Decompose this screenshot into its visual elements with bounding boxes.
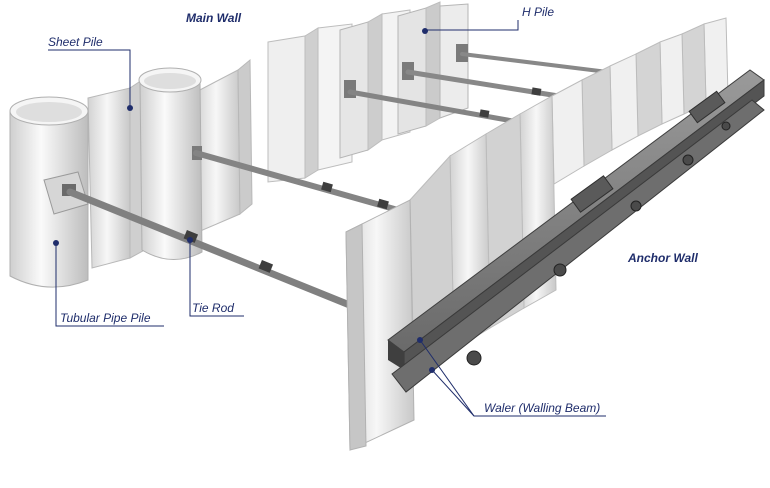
splice-plate [570, 175, 614, 213]
splice-plate [688, 90, 726, 124]
sheet-pile [267, 35, 306, 183]
tie-rod-bracket [344, 80, 356, 98]
h-pile-label: H Pile [522, 5, 554, 19]
anchor-wall-label: Anchor Wall [627, 251, 698, 265]
waler-label: Waler (Walling Beam) [484, 401, 600, 415]
tie-rod-label: Tie Rod [192, 301, 234, 315]
sheet-pile [237, 58, 253, 216]
waler-bolt [466, 350, 482, 366]
turnbuckle [531, 87, 542, 96]
sheet-pile [87, 87, 131, 269]
sheet-pile [367, 13, 383, 151]
turnbuckle [377, 198, 389, 210]
main-wall-group [9, 1, 469, 288]
waler-bolt [682, 154, 694, 166]
anchor-sheet-pile [551, 79, 585, 185]
anchor-sheet-pile [581, 65, 613, 167]
waler-bolt [553, 263, 567, 277]
waler-beam [387, 69, 765, 393]
sheet-pile [304, 27, 319, 179]
anchor-wall-group [345, 17, 765, 451]
main-wall-label: Main Wall [186, 11, 242, 25]
turnbuckle [321, 181, 333, 193]
annotations: Main Wall H Pile Sheet Pile Anchor Wall … [48, 5, 698, 417]
tie-rod [66, 188, 356, 310]
h-pile [439, 3, 469, 119]
waler-bolt [721, 121, 731, 131]
turnbuckle [258, 260, 274, 273]
waler-bolt [630, 200, 642, 212]
turnbuckle [479, 109, 490, 118]
anchor-sheet-pile [635, 41, 663, 137]
anchor-sheet-pile [681, 23, 707, 115]
anchor-sheet-pile [345, 223, 367, 451]
tie-rod [193, 150, 415, 217]
tubular-pipe-pile [138, 67, 203, 261]
anchor-sheet-pile [609, 53, 639, 151]
sheet-pile [195, 69, 241, 233]
anchor-sheet-pile [659, 33, 685, 125]
sheet-pile-label: Sheet Pile [48, 35, 103, 49]
tubular-pipe-pile-label: Tubular Pipe Pile [60, 311, 151, 325]
